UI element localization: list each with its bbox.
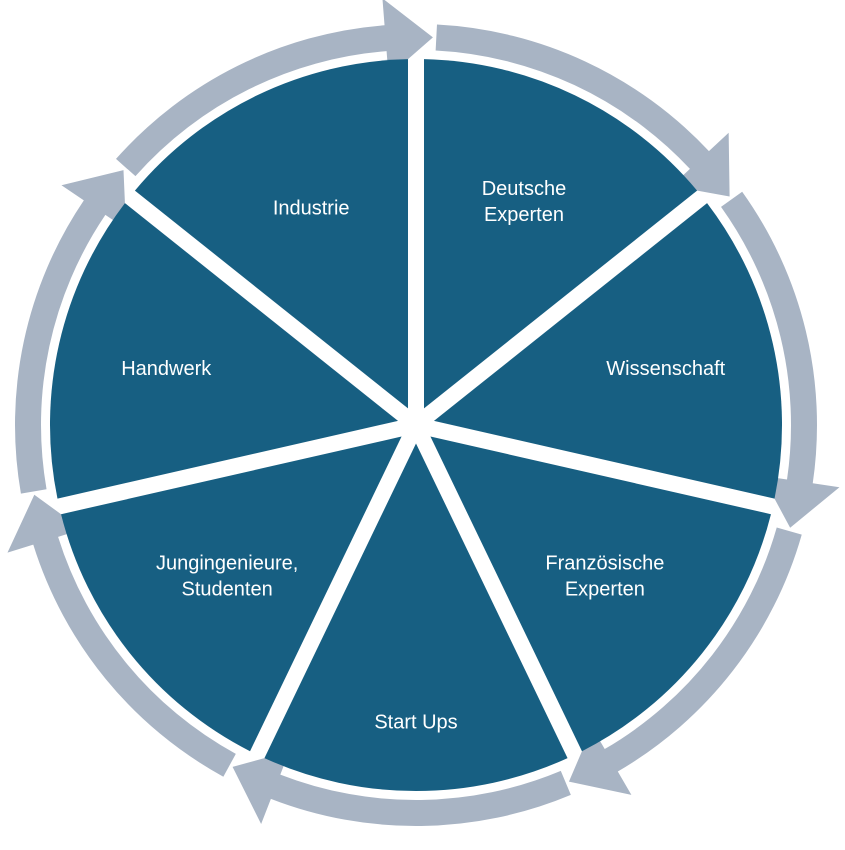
segment-industrie [134, 59, 408, 409]
segment-franzoesische-experten [430, 436, 771, 752]
segment-label-line: Experten [484, 204, 564, 226]
segment-label-wissenschaft: Wissenschaft [606, 358, 725, 380]
segment-label-line: Start Ups [374, 711, 457, 733]
segment-label-line: Französische [545, 553, 664, 575]
segment-label-line: Industrie [273, 197, 350, 219]
cycle-arrow-icon [435, 24, 730, 197]
segments [49, 59, 783, 792]
cycle-arrow-icon [568, 527, 802, 795]
segment-wissenschaft [433, 203, 783, 499]
segment-label-line: Wissenschaft [606, 358, 725, 380]
ring-arrows [7, 0, 840, 827]
segment-label-line: Deutsche [482, 178, 567, 200]
cycle-arrow-icon [116, 0, 433, 177]
segment-label-jungingenieure-studenten: Jungingenieure, Studenten [156, 553, 298, 601]
segment-deutsche-experten [424, 59, 698, 409]
segment-label-line: Experten [565, 579, 645, 601]
cycle-arrow-icon [7, 494, 236, 777]
cycle-arrow-icon [232, 751, 571, 827]
segment-label-start-ups: Start Ups [374, 711, 457, 733]
segment-label-line: Handwerk [121, 358, 212, 380]
cycle-arrow-icon [15, 170, 127, 494]
segment-label-handwerk: Handwerk [121, 358, 212, 380]
segment-start-ups [264, 443, 568, 792]
segment-label-line: Studenten [182, 579, 273, 601]
segment-jungingenieure-studenten [61, 436, 402, 752]
cycle-arrow-icon [721, 191, 840, 528]
segment-handwerk [49, 203, 399, 499]
segment-label-industrie: Industrie [273, 197, 350, 219]
segment-label-line: Jungingenieure, [156, 553, 298, 575]
